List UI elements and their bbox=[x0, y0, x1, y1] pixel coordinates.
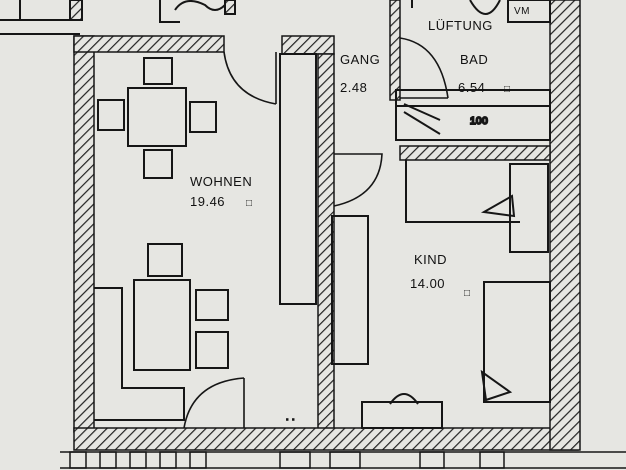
walls bbox=[73, 0, 581, 451]
desk-kind bbox=[361, 393, 443, 429]
door-wohnen-bottom: . . bbox=[183, 377, 295, 429]
area-unit-bad: □ bbox=[504, 84, 511, 95]
room-area-gang: 2.48 bbox=[340, 80, 367, 95]
room-name-bad: BAD bbox=[460, 52, 488, 67]
bathtub: 100 bbox=[395, 89, 551, 141]
wardrobe-wohnen bbox=[279, 53, 317, 305]
area-unit-wohnen: □ bbox=[246, 198, 253, 209]
top-left-fragment bbox=[0, 0, 236, 35]
wardrobe-kind bbox=[331, 215, 369, 365]
svg-text:100: 100 bbox=[470, 116, 488, 127]
door-wohnen-top bbox=[223, 51, 277, 105]
annotation-vm: VM bbox=[514, 6, 530, 17]
door-bad bbox=[399, 37, 449, 99]
room-name-gang: GANG bbox=[340, 52, 380, 67]
room-area-bad: 6.54 bbox=[458, 80, 485, 95]
room-area-kind: 14.00 bbox=[410, 276, 445, 291]
room-name-kind: KIND bbox=[414, 252, 447, 267]
wc bbox=[411, 0, 551, 23]
sofa-set bbox=[94, 243, 229, 421]
svg-text:. .: . . bbox=[286, 412, 295, 422]
room-area-wohnen: 19.46 bbox=[190, 194, 225, 209]
dining-table-set bbox=[97, 57, 217, 179]
bottom-band bbox=[60, 451, 626, 469]
bed-kind-bottom bbox=[480, 281, 551, 403]
area-unit-kind: □ bbox=[464, 288, 471, 299]
annotation-lueftung: LÜFTUNG bbox=[428, 18, 493, 33]
room-name-wohnen: WOHNEN bbox=[190, 174, 252, 189]
door-gang bbox=[333, 153, 383, 207]
bed-kind-top bbox=[405, 160, 549, 253]
